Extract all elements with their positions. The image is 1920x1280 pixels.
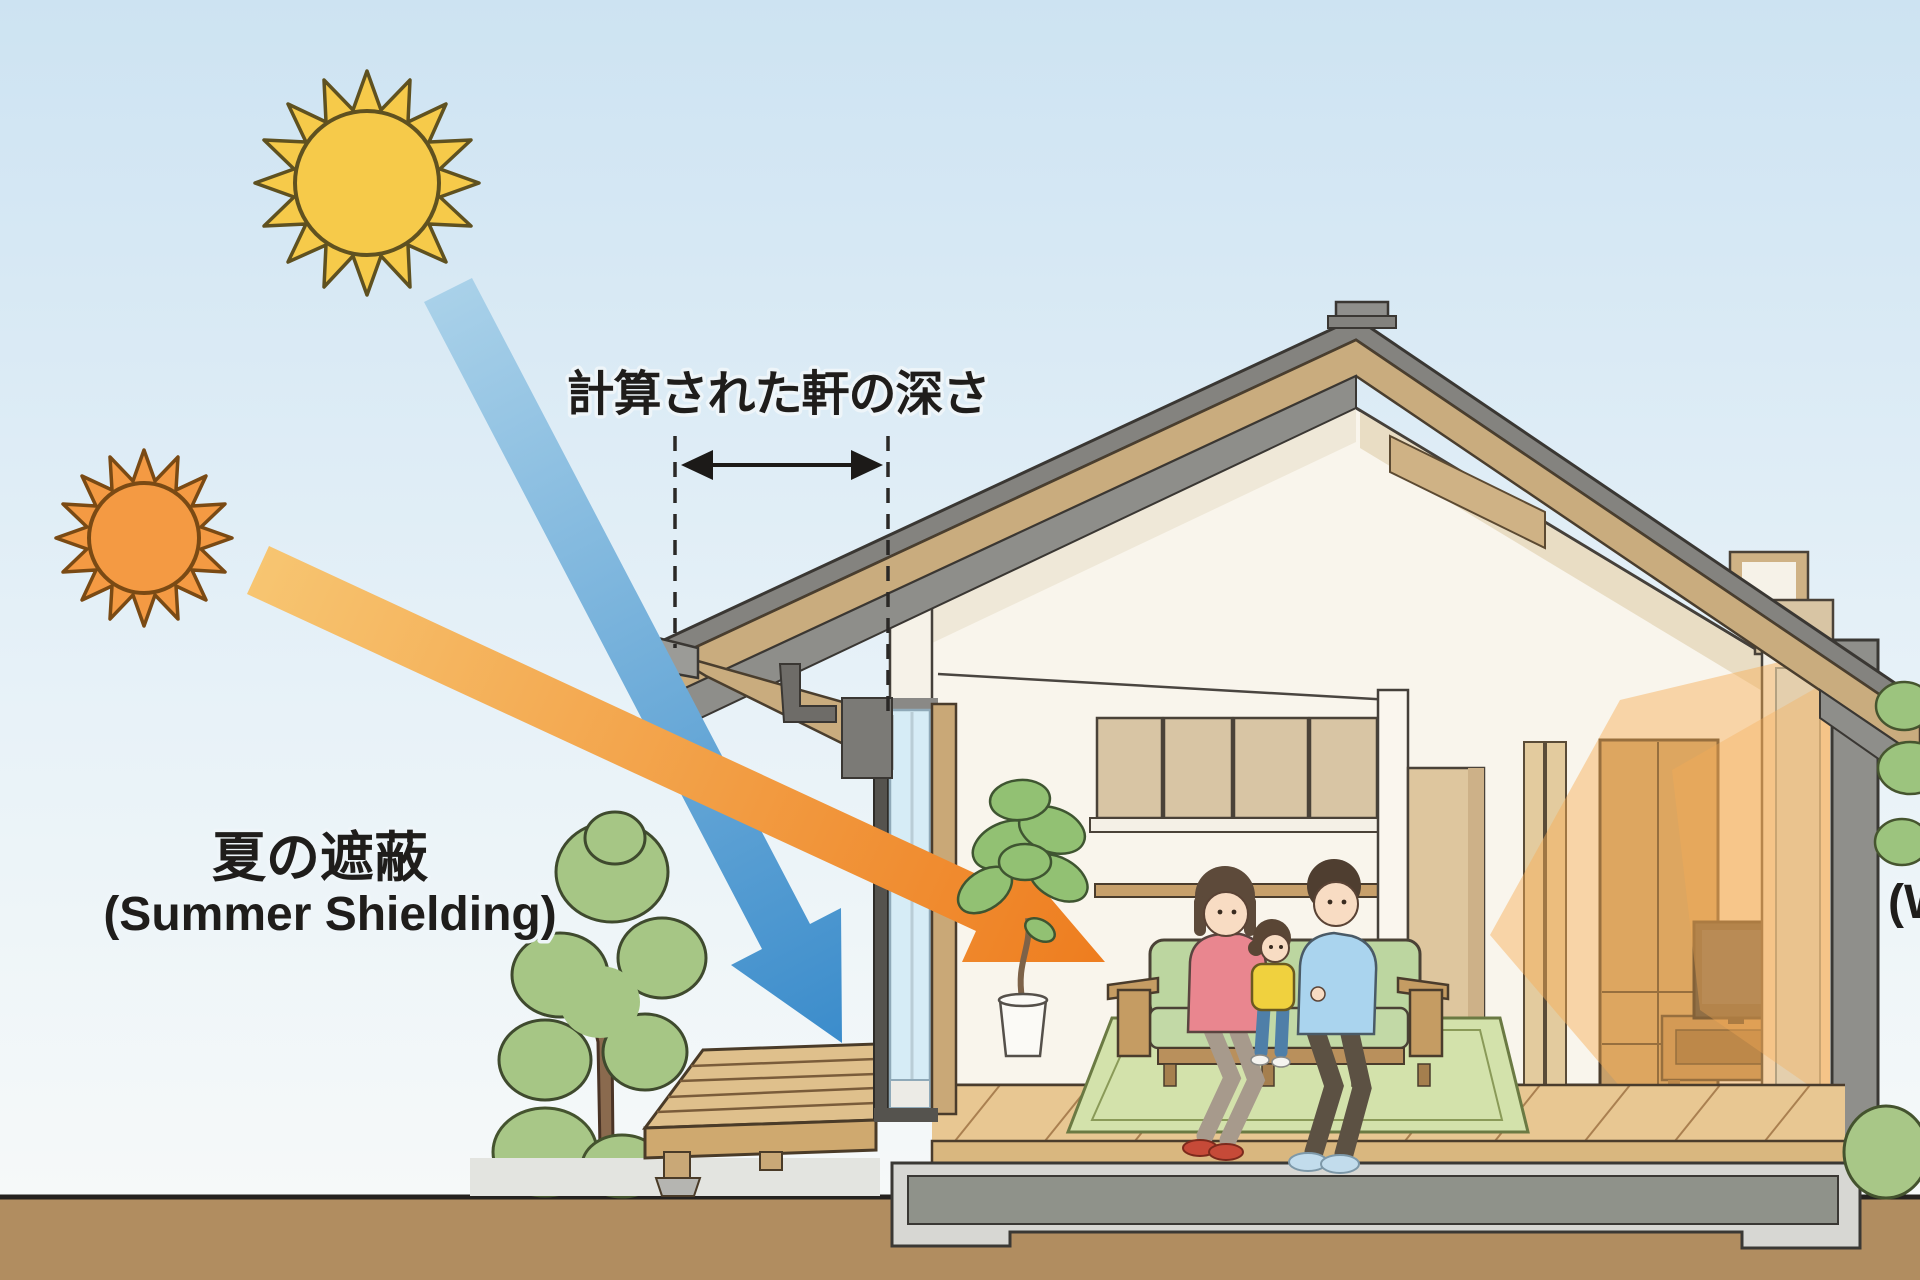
right-foliage-icon [1873,680,1920,867]
winter-sun-icon [54,448,234,628]
tall-doors [1523,741,1567,1095]
wall-beam [841,697,893,779]
right-bush-icon [1842,1104,1920,1200]
hallway-shadow [1468,768,1484,1098]
transom-panels [1095,716,1379,820]
summer-sun-ray-arrow [424,278,842,1043]
potted-plant-icon [956,778,1089,1058]
summer-sun-icon [253,69,481,297]
dimension-arrowhead-left [681,450,713,480]
mother-figure [1182,866,1268,1161]
transom-sill [1089,817,1387,833]
ceiling-line [937,672,1393,702]
ridge-cap-base [1327,315,1397,329]
sliding-glass-door [873,602,958,1122]
summer-shielding-label-en: (Summer Shielding) [103,888,556,941]
winter-label-partial: (W [1888,876,1920,929]
ceiling-plane-left [930,408,1356,644]
tree-icon [497,810,708,1150]
eave-depth-label: 計算された軒の深さ [566,368,989,421]
family-group [1182,859,1378,1174]
sunlight-glow-bright [1672,680,1830,1100]
right-window [1760,650,1834,1164]
deck [470,1042,880,1197]
eave-depth-dimension [673,436,890,714]
dimension-arrowhead-right [851,450,883,480]
summer-shielding-label-jp: 夏の遮蔽 [212,828,429,888]
father-figure [1288,859,1378,1174]
child-figure [1248,919,1296,1068]
ridge-beam [1389,434,1546,550]
sunlight-glow [1490,650,1830,1160]
eave-bracket [778,663,837,723]
winter-sun-ray-arrow [247,546,1105,962]
foundation [890,1161,1862,1250]
